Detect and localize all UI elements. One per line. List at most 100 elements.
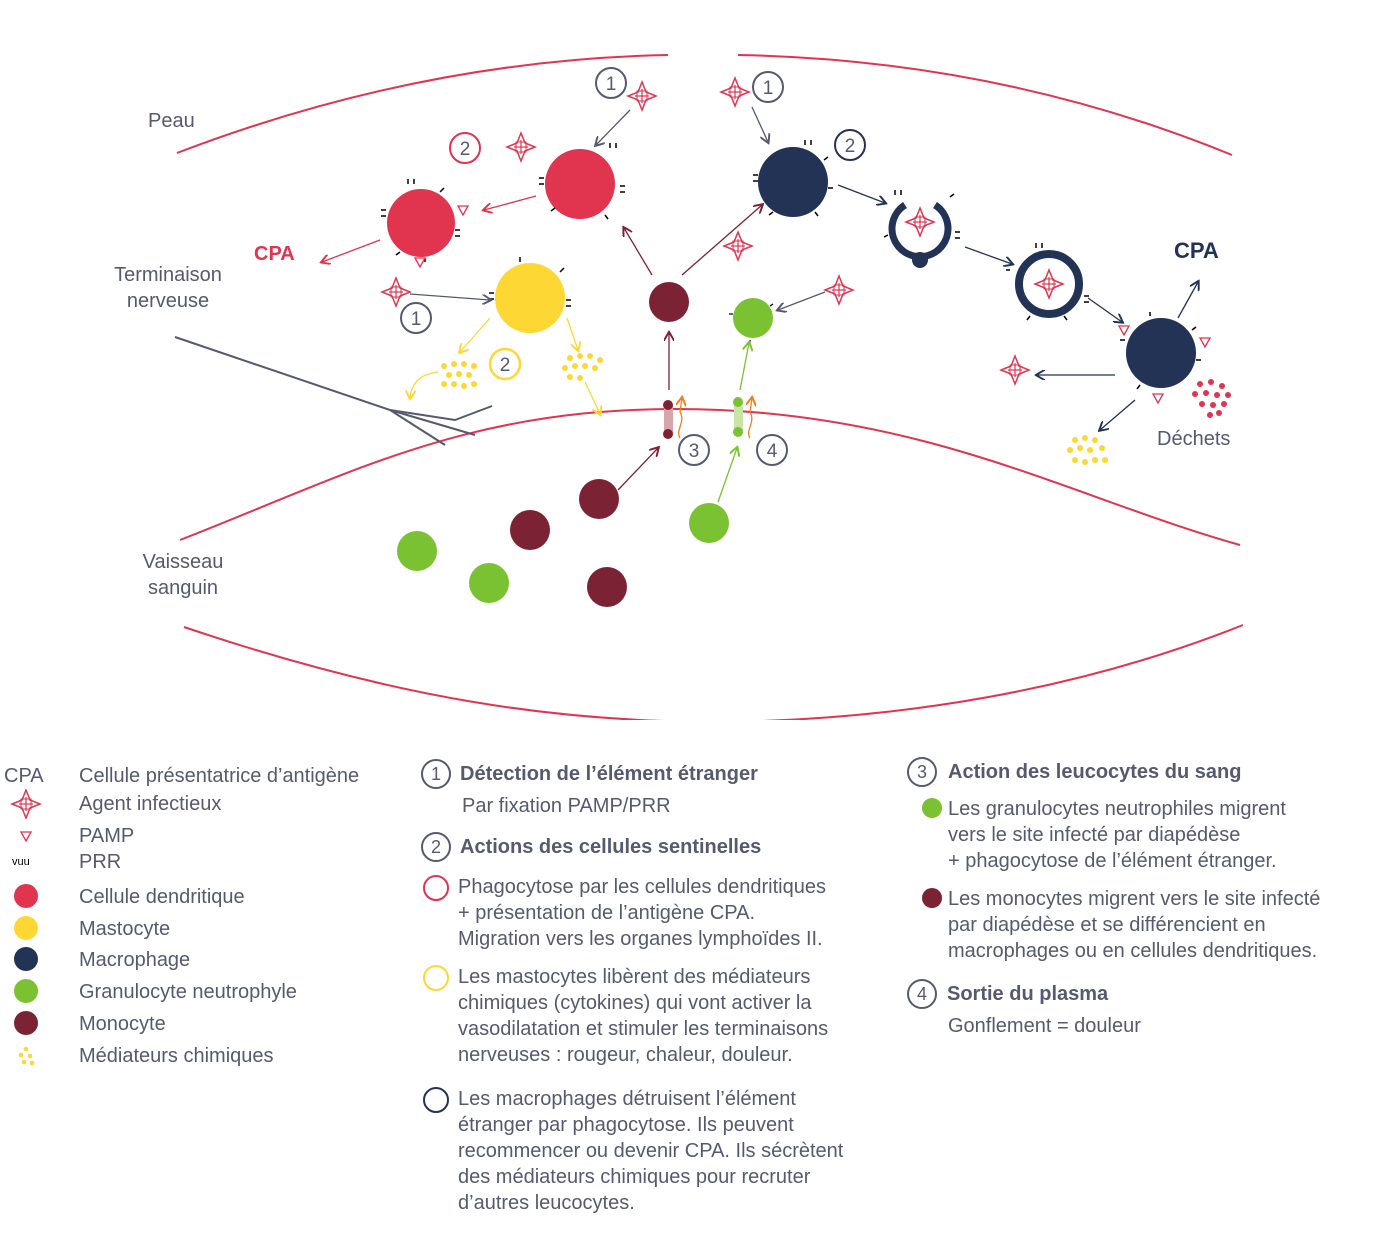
legend-item-monocyte: Monocyte — [0, 1009, 410, 1039]
step-number-1: 1 — [400, 302, 432, 334]
svg-text:2: 2 — [500, 355, 511, 376]
step-number-1: 1 — [595, 67, 627, 99]
neutrophil-tissue — [729, 298, 774, 343]
legend-item-dendritic: Cellule dendritique — [0, 882, 410, 912]
neutrophil-blood — [469, 563, 509, 603]
step-2-number: 2 — [421, 832, 451, 862]
pamp-icon — [19, 831, 33, 843]
step-number-3: 3 — [678, 434, 710, 466]
prr-icon: vuu — [12, 856, 30, 868]
svg-text:4: 4 — [767, 441, 778, 462]
legend-label: Cellule dendritique — [79, 886, 245, 908]
neutrophil-dot — [14, 979, 38, 1003]
cpa-label-right: CPA — [1174, 238, 1219, 263]
blood-vessel-label: Vaisseau sanguin — [142, 551, 224, 599]
step-number-1: 1 — [752, 71, 784, 103]
legend-label: Granulocyte neutrophyle — [79, 981, 297, 1003]
step-2-macrophage-line: des médiateurs chimiques pour recruter — [458, 1166, 811, 1188]
step-number-2: 2 — [488, 347, 522, 381]
step-3-neutrophil-line: vers le site infecté par diapédèse — [948, 824, 1241, 846]
waste-label: Déchets — [1157, 428, 1231, 450]
monocyte-blood — [510, 510, 550, 550]
legend-label: Médiateurs chimiques — [79, 1045, 274, 1067]
mediators-cluster — [441, 361, 477, 389]
step-2-macrophage-line: recommencer ou devenir CPA. Ils sécrèten… — [458, 1140, 844, 1162]
svg-text:1: 1 — [763, 78, 774, 99]
step-2-macrophage-line: étranger par phagocytose. Ils peuvent — [458, 1114, 794, 1136]
step-2-dendritic-line: Phagocytose par les cellules dendritique… — [458, 876, 826, 898]
step-3-number: 3 — [907, 757, 937, 787]
legend-label: Monocyte — [79, 1013, 166, 1035]
diapedesis-neutrophil — [733, 397, 752, 439]
mastocyte-ring-icon — [423, 965, 449, 991]
monocyte-dot — [14, 1011, 38, 1035]
nerve-ending-label: Terminaison nerveuse — [114, 264, 222, 312]
step-2-macrophage-line: d’autres leucocytes. — [458, 1192, 635, 1214]
legend-item-neutrophil: Granulocyte neutrophyle — [0, 977, 410, 1007]
step-2-dendritic-line: + présentation de l’antigène CPA. — [458, 902, 756, 924]
step-2-mastocyte-line: nerveuses : rougeur, chaleur, douleur. — [458, 1044, 793, 1066]
step-2-mastocyte-line: chimiques (cytokines) qui vont activer l… — [458, 992, 812, 1014]
legend-label: Cellule présentatrice d’antigène — [79, 765, 360, 787]
mediators-icon — [18, 1046, 35, 1066]
step-3-monocyte-line: macrophages ou en cellules dendritiques. — [948, 940, 1318, 962]
monocyte-tissue — [649, 282, 689, 322]
infectious-agent-icon — [723, 231, 753, 261]
legend-label: Agent infectieux — [79, 793, 222, 815]
monocyte-blood — [579, 479, 619, 519]
phagosome — [1006, 243, 1089, 321]
step-2-macrophage-line: Les macrophages détruisent l’élément — [458, 1088, 796, 1110]
svg-text:2: 2 — [845, 136, 856, 157]
legend-item-mediators: Médiateurs chimiques — [0, 1041, 410, 1071]
neutrophil-blood — [689, 503, 729, 543]
step-number-2: 2 — [449, 132, 481, 164]
legend-item-pamp: PAMP — [0, 821, 410, 851]
step-4-number: 4 — [907, 979, 937, 1009]
step-3-neutrophil-line: + phagocytose de l’élément étranger. — [948, 850, 1277, 872]
step-4-text: Gonflement = douleur — [948, 1015, 1141, 1037]
step-3-monocyte-line: par diapédèse et se différencient en — [948, 914, 1266, 936]
mediators-cluster — [1067, 435, 1108, 465]
skin-line-right — [737, 54, 1233, 156]
step-1-number: 1 — [421, 759, 451, 789]
macrophage-1 — [753, 140, 833, 217]
monocyte-dot — [922, 888, 942, 908]
diapedesis-monocyte — [663, 398, 682, 439]
waste-cluster — [1192, 379, 1231, 418]
nerve-ending — [174, 336, 493, 446]
mastocyte-dot — [14, 916, 38, 940]
inflammation-diagram: 1 2 1 2 1 2 3 4 — [174, 54, 1244, 720]
mediators-cluster — [562, 353, 603, 381]
step-4-title: Sortie du plasma — [947, 983, 1109, 1005]
infectious-agent-icon — [824, 275, 854, 305]
skin-label: Peau — [148, 110, 195, 132]
step-2-mastocyte-line: vasodilatation et stimuler les terminais… — [458, 1018, 829, 1040]
step-number-4: 4 — [756, 434, 788, 466]
mastocyte — [489, 257, 571, 333]
legend-item-cpa: CPA Cellule présentatrice d’antigène — [0, 761, 410, 791]
infectious-agent-icon — [627, 81, 657, 111]
step-number-2: 2 — [834, 129, 866, 161]
legend-item-agent: Agent infectieux — [0, 789, 410, 819]
dendritic-cell-1 — [539, 143, 625, 220]
dendritic-cell-2 — [381, 179, 460, 262]
legend-label: PAMP — [79, 825, 135, 847]
vessel-wall-bottom — [183, 624, 1244, 720]
svg-text:2: 2 — [460, 139, 471, 160]
step-2-title: Actions des cellules sentinelles — [460, 836, 762, 858]
macrophage-engulfing — [883, 190, 960, 268]
skin-line-left — [176, 54, 669, 154]
infectious-agent-icon — [381, 277, 411, 307]
svg-text:1: 1 — [411, 309, 422, 330]
legend-label: Mastocyte — [79, 918, 171, 940]
monocyte-blood — [587, 567, 627, 607]
neutrophil-blood — [397, 531, 437, 571]
cpa-abbrev: CPA — [4, 765, 44, 787]
infectious-agent-icon — [1000, 355, 1030, 385]
step-3-neutrophil-line: Les granulocytes neutrophiles migrent — [948, 798, 1286, 820]
dendritic-cell-dot — [14, 884, 38, 908]
step-1-text: Par fixation PAMP/PRR — [462, 795, 671, 817]
legend-item-mastocyte: Mastocyte — [0, 914, 410, 944]
step-3-title: Action des leucocytes du sang — [948, 761, 1242, 783]
cpa-label-left: CPA — [254, 243, 295, 265]
